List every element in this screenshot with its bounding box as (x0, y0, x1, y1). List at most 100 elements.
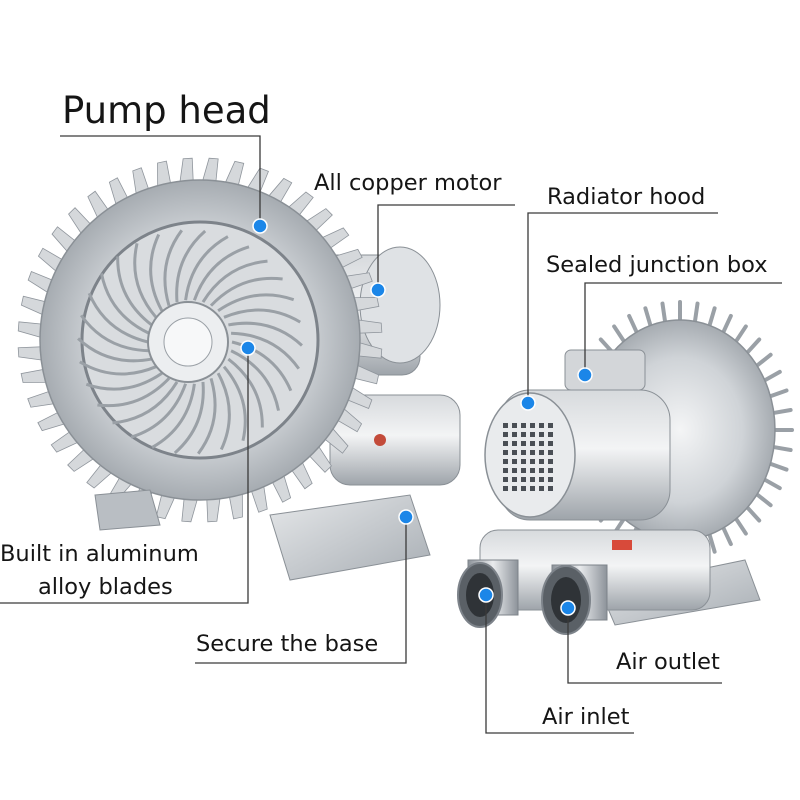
blade (197, 377, 217, 455)
right-junction-box (564, 349, 646, 391)
grill-slot (512, 468, 517, 473)
grill-slot (521, 450, 526, 455)
blade (87, 292, 149, 344)
grill-slot (503, 477, 508, 482)
left-blower (17, 157, 461, 581)
leader-base (195, 517, 407, 664)
grill-slot (521, 459, 526, 464)
leader-lines (0, 135, 782, 734)
grill-slot (548, 477, 553, 482)
grill-slot (521, 423, 526, 428)
blade (175, 229, 207, 303)
blade (116, 256, 153, 327)
blade (201, 259, 268, 303)
grill-slot (539, 468, 544, 473)
blade (77, 337, 152, 363)
left-hub-center (163, 317, 213, 367)
marker-base (398, 509, 414, 525)
blade (231, 331, 301, 370)
leader-blades (0, 348, 249, 604)
grill-slot (512, 423, 517, 428)
blade (209, 276, 283, 307)
blade (184, 235, 229, 301)
blade (79, 360, 157, 376)
grill-slot (530, 441, 535, 446)
grill-slot (503, 450, 508, 455)
grill-slot (539, 432, 544, 437)
grill-slot (548, 441, 553, 446)
grill-slot (521, 441, 526, 446)
label-blades-line2: alloy blades (38, 574, 173, 600)
grill-slot (530, 450, 535, 455)
label-blades-line1: Built in aluminum (0, 541, 199, 567)
grill-slot (539, 450, 544, 455)
grill-slot (530, 486, 535, 491)
grill-slot (539, 423, 544, 428)
label-all-copper-motor: All copper motor (314, 170, 502, 196)
blade (217, 293, 295, 313)
grill-slot (548, 423, 553, 428)
grill-slot (521, 432, 526, 437)
blade (79, 314, 149, 353)
label-radiator-hood: Radiator hood (547, 184, 706, 210)
blade (231, 340, 293, 392)
grill-slot (503, 423, 508, 428)
air-inlet-pipe (457, 559, 519, 628)
marker-junction-box (577, 367, 593, 383)
grill-slot (539, 459, 544, 464)
marker-air-inlet (478, 587, 494, 603)
blade (100, 273, 150, 335)
blade (149, 233, 164, 312)
grill-slot (503, 441, 508, 446)
blade (133, 242, 158, 319)
blade (151, 383, 196, 449)
right-fan-grill (503, 423, 553, 491)
grill-slot (539, 486, 544, 491)
marker-air-outlet (560, 600, 576, 616)
blade (227, 357, 264, 428)
blade (230, 349, 280, 411)
blade (97, 377, 171, 408)
blade (173, 381, 205, 455)
label-secure-the-base: Secure the base (196, 631, 379, 657)
blade (216, 372, 231, 451)
marker-pump-head (252, 218, 268, 234)
grill-slot (548, 486, 553, 491)
right-blower (457, 300, 794, 635)
blade (163, 229, 183, 307)
grill-slot (503, 486, 508, 491)
grill-slot (521, 477, 526, 482)
blade (222, 365, 247, 442)
air-outlet-pipe (541, 564, 608, 635)
grill-slot (521, 468, 526, 473)
grill-slot (539, 441, 544, 446)
blade (192, 245, 250, 301)
blade (228, 321, 303, 347)
label-sealed-junction-box: Sealed junction box (546, 252, 768, 278)
left-duct-sticker (374, 434, 386, 446)
grill-slot (512, 459, 517, 464)
grill-slot (512, 486, 517, 491)
left-impeller-blades (77, 229, 303, 455)
grill-slot (512, 432, 517, 437)
grill-slot (530, 468, 535, 473)
leader-pump-head (60, 135, 261, 226)
marker-blades (240, 340, 256, 356)
grill-slot (512, 441, 517, 446)
grill-slot (530, 432, 535, 437)
callout-markers (240, 218, 593, 616)
left-foot (94, 489, 161, 531)
grill-slot (503, 468, 508, 473)
grill-slot (530, 423, 535, 428)
leader-copper-motor (377, 204, 515, 290)
grill-slot (548, 459, 553, 464)
grill-slot (503, 432, 508, 437)
grill-slot (548, 468, 553, 473)
grill-slot (548, 450, 553, 455)
grill-slot (512, 450, 517, 455)
left-base-plate (269, 494, 431, 581)
leader-air-inlet (485, 595, 634, 734)
grill-slot (521, 486, 526, 491)
